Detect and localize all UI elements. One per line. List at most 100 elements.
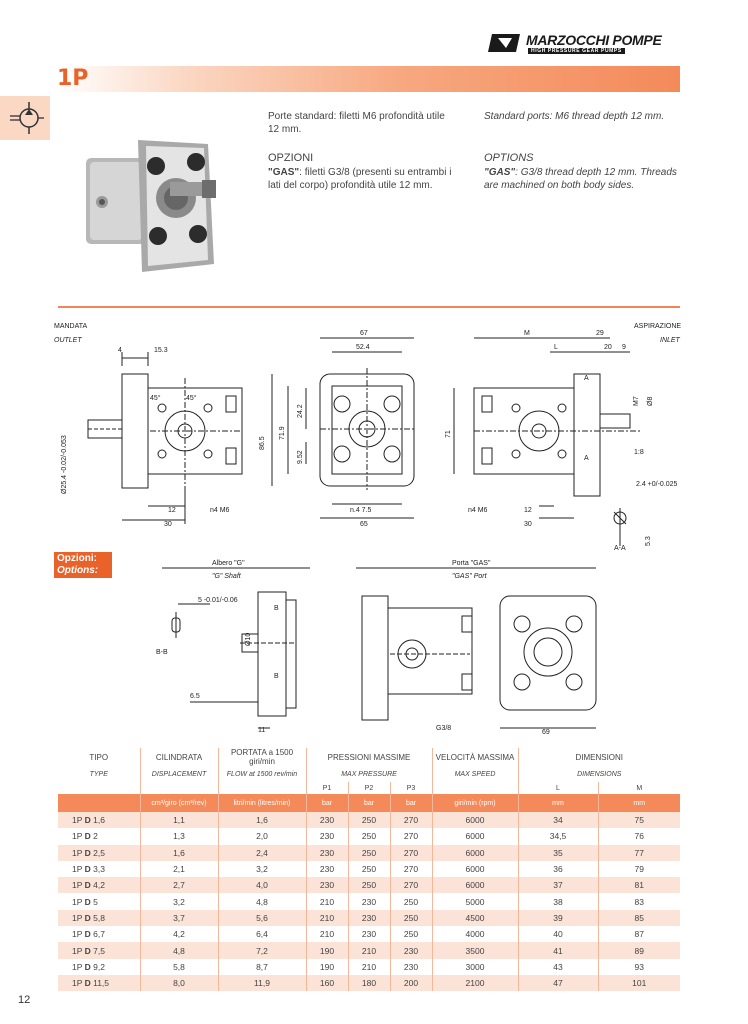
table-cell: 6000 <box>432 828 519 845</box>
dim-29: 29 <box>596 330 604 337</box>
table-cell: 250 <box>390 926 433 943</box>
table-cell: 1,1 <box>140 812 219 829</box>
dim-08: Ø8 <box>647 397 654 406</box>
options-text-en: "GAS": G3/8 thread depth 12 mm. Threads … <box>484 167 677 191</box>
dim-2-4: 2.4 +0/-0.025 <box>636 481 678 488</box>
table-cell: 4,8 <box>218 893 307 910</box>
table-cell: 3,7 <box>140 909 219 927</box>
table-cell: 210 <box>306 893 349 910</box>
table-cell: 270 <box>390 844 433 861</box>
table-cell: 8,0 <box>140 974 219 992</box>
section-a1: A <box>584 375 589 382</box>
table-cell: 250 <box>390 893 433 910</box>
table-cell: 6000 <box>432 844 519 861</box>
table-cell: 1P D 7,5 <box>58 942 141 959</box>
table-cell: 210 <box>348 958 391 975</box>
dim-5: 5 -0.01/-0.06 <box>198 597 238 604</box>
dim-5-3: 5.3 <box>645 536 652 546</box>
brand-tagline: HIGH PRESSURE GEAR PUMPS <box>528 48 625 54</box>
table-cell: 4,2 <box>140 926 219 943</box>
table-cell: 37 <box>518 877 599 894</box>
header-banner <box>58 66 680 92</box>
dim-45b: 45° <box>186 394 197 402</box>
table-cell: 250 <box>348 828 391 845</box>
table-cell: 7,2 <box>218 942 307 959</box>
table-cell: 230 <box>348 909 391 927</box>
dim-4: 4 <box>118 347 122 354</box>
table-cell: 83 <box>598 893 680 910</box>
table-cell: 1P D 2,5 <box>58 844 141 861</box>
table-cell: 270 <box>390 828 433 845</box>
table-cell: 270 <box>390 860 433 878</box>
inlet-label-it: ASPIRAZIONE <box>634 323 681 330</box>
dim-1-8: 1:8 <box>634 449 644 456</box>
table-cell: 40 <box>518 926 599 943</box>
dim-45a: 45° <box>150 394 161 402</box>
table-cell: 230 <box>390 942 433 959</box>
dim-15-3: 15.3 <box>154 347 168 354</box>
table-cell: 43 <box>518 958 599 975</box>
dim-n4-75: n.4 7.5 <box>350 507 372 514</box>
options-title-it: OPZIONI <box>268 152 314 164</box>
brand-name: MARZOCCHI POMPE <box>526 32 662 48</box>
table-cell: 1,6 <box>140 844 219 861</box>
intro-it-ports: Porte standard: filetti M6 profondità ut… <box>268 111 445 135</box>
table-cell: 2,7 <box>140 877 219 894</box>
table-cell: 3,2 <box>140 893 219 910</box>
dim-71: 71 <box>445 430 452 438</box>
table-cell: 75 <box>598 812 680 829</box>
table-cell: 230 <box>306 812 349 829</box>
dim-25-4: Ø25.4 -0.02/-0.053 <box>61 435 68 494</box>
outlet-label-it: MANDATA <box>54 323 88 330</box>
table-cell: 4,0 <box>218 877 307 894</box>
table-cell: 3,2 <box>218 860 307 878</box>
dim-30a: 30 <box>164 521 172 528</box>
table-cell: 89 <box>598 942 680 959</box>
table-cell: 87 <box>598 926 680 943</box>
table-cell: 85 <box>598 909 680 927</box>
table-cell: 8,7 <box>218 958 307 975</box>
section-a2: A <box>584 455 589 462</box>
dim-M7: M7 <box>633 396 640 406</box>
table-header-sub: P1 P2 P3 L M <box>58 782 680 794</box>
section-aa: A-A <box>614 545 626 552</box>
table-cell: 230 <box>306 877 349 894</box>
inlet-label-en: INLET <box>660 337 681 344</box>
table-cell: 4500 <box>432 909 519 927</box>
shaft-label-it: Albero "G" <box>212 560 245 567</box>
options-text-it: "GAS": filetti G3/8 (presenti su entramb… <box>268 167 452 191</box>
dim-11: 11 <box>258 727 265 734</box>
table-cell: 3000 <box>432 958 519 975</box>
table-cell: 35 <box>518 844 599 861</box>
table-cell: 4000 <box>432 926 519 943</box>
dim-20: 20 <box>604 344 612 351</box>
section-b1: B <box>274 605 279 612</box>
table-cell: 1,3 <box>140 828 219 845</box>
dim-71-9: 71.9 <box>279 426 286 440</box>
table-cell: 34,5 <box>518 828 599 845</box>
table-cell: 190 <box>306 942 349 959</box>
table-cell: 250 <box>348 844 391 861</box>
table-cell: 230 <box>306 828 349 845</box>
table-cell: 6000 <box>432 812 519 829</box>
dim-6-5: 6.5 <box>190 693 200 700</box>
table-units-row: cm³/giro (cm³/rev) litri/min (litres/min… <box>58 794 680 812</box>
table-cell: 39 <box>518 909 599 927</box>
logo-mark-icon <box>488 34 520 52</box>
outlet-label-en: OUTLET <box>54 337 82 344</box>
dim-g38: G3/8 <box>436 725 451 732</box>
table-cell: 5,8 <box>140 958 219 975</box>
table-cell: 6,4 <box>218 926 307 943</box>
page-title: 1P <box>57 66 89 91</box>
table-cell: 79 <box>598 860 680 878</box>
table-cell: 230 <box>306 860 349 878</box>
table-cell: 1P D 3,3 <box>58 860 141 878</box>
table-cell: 1P D 4,2 <box>58 877 141 894</box>
intro-en-ports: Standard ports: M6 thread depth 12 mm. <box>484 111 665 122</box>
